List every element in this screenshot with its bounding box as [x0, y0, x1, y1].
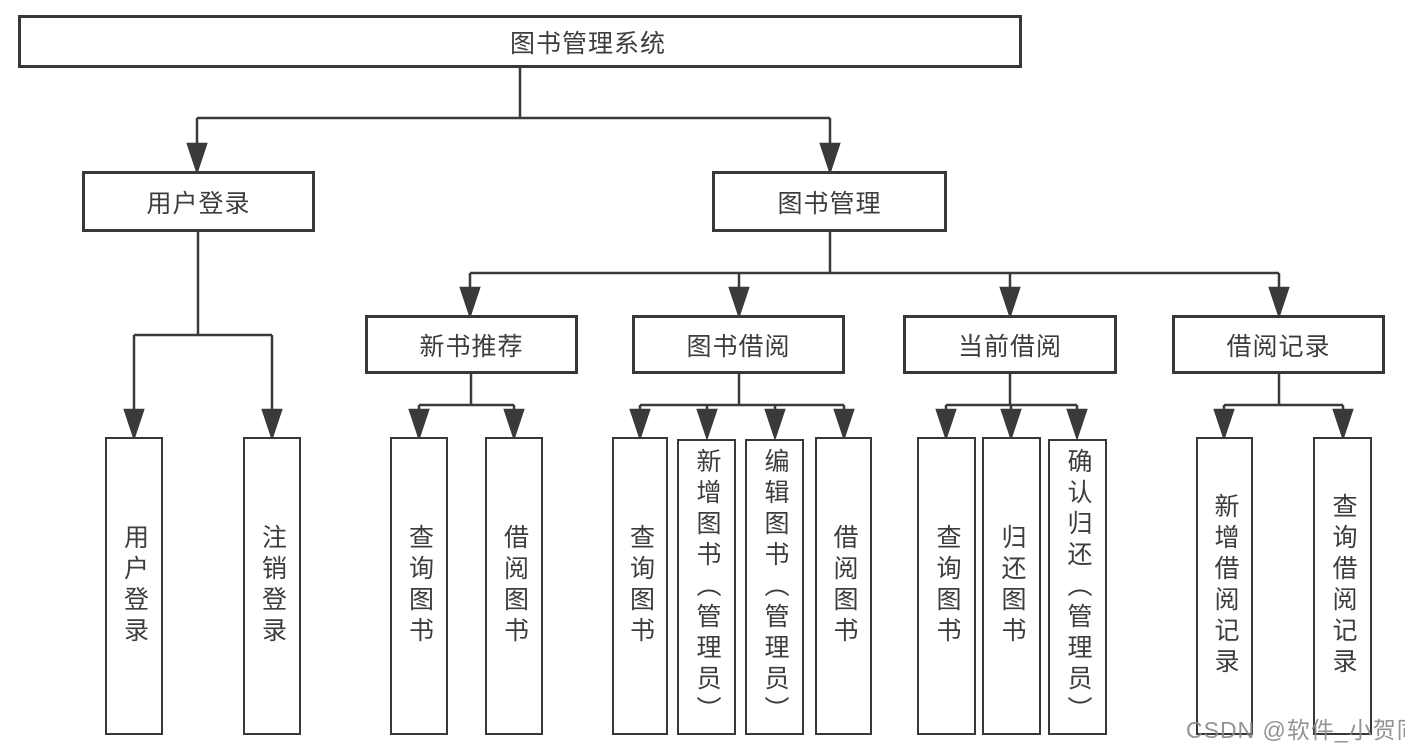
leaf-current-query-books-label: 查询图书 [933, 524, 961, 648]
leaf-current-return-books-label: 归还图书 [998, 524, 1026, 648]
node-current-borrowing: 当前借阅 [903, 315, 1117, 374]
leaf-user-login: 用户登录 [105, 437, 163, 735]
connector-current-to-leaves [935, 374, 1088, 441]
node-book-borrowing: 图书借阅 [632, 315, 845, 374]
leaf-records-add-record-label: 新增借阅记录 [1211, 493, 1239, 679]
arrow-down-icon [261, 408, 283, 441]
node-user-login: 用户登录 [82, 171, 315, 232]
node-book-borrowing-label: 图书借阅 [686, 332, 791, 361]
leaf-borrow-edit-books-admin-label: 编辑图书（管理员） [761, 447, 789, 727]
leaf-borrow-borrow-books: 借阅图书 [815, 437, 872, 735]
connector-newbook-to-leaves [408, 374, 525, 441]
node-borrowing-records-label: 借阅记录 [1226, 332, 1331, 361]
arrow-down-icon [999, 286, 1021, 319]
arrow-down-icon [819, 142, 841, 175]
arrow-down-icon [764, 408, 786, 441]
leaf-user-login-label: 用户登录 [120, 524, 149, 648]
arrow-down-icon [1000, 408, 1022, 441]
arrow-down-icon [459, 286, 481, 319]
arrow-down-icon [503, 408, 525, 441]
connector-records-to-leaves [1213, 374, 1354, 441]
node-new-book-recommend-label: 新书推荐 [419, 332, 524, 361]
leaf-current-query-books: 查询图书 [917, 437, 976, 735]
leaf-records-add-record: 新增借阅记录 [1196, 437, 1253, 735]
arrow-down-icon [629, 408, 651, 441]
leaf-current-confirm-return-admin-label: 确认归还（管理员） [1064, 447, 1092, 727]
csdn-watermark: CSDN @软件_小贺同学 [1186, 717, 1405, 743]
leaf-borrow-add-books-admin-label: 新增图书（管理员） [693, 447, 721, 727]
connector-borrow-to-leaves [629, 374, 855, 441]
arrow-down-icon [696, 408, 718, 441]
leaf-borrow-edit-books-admin: 编辑图书（管理员） [745, 439, 804, 735]
leaf-newrec-query-books: 查询图书 [390, 437, 448, 735]
leaf-newrec-query-books-label: 查询图书 [405, 524, 434, 648]
arrow-down-icon [186, 142, 208, 175]
leaf-logout-label: 注销登录 [258, 524, 287, 648]
arrow-down-icon [935, 408, 957, 441]
arrow-down-icon [1066, 408, 1088, 441]
arrow-down-icon [833, 408, 855, 441]
leaf-newrec-borrow-books-label: 借阅图书 [500, 524, 529, 648]
leaf-current-confirm-return-admin: 确认归还（管理员） [1048, 439, 1107, 735]
arrow-down-icon [1332, 408, 1354, 441]
connector-root-to-level2 [186, 68, 841, 175]
leaf-newrec-borrow-books: 借阅图书 [485, 437, 543, 735]
leaf-current-return-books: 归还图书 [982, 437, 1041, 735]
leaf-borrow-add-books-admin: 新增图书（管理员） [677, 439, 736, 735]
leaf-records-query-record: 查询借阅记录 [1313, 437, 1372, 735]
connector-userlogin-to-leaves [123, 232, 283, 441]
arrow-down-icon [728, 286, 750, 319]
node-new-book-recommend: 新书推荐 [365, 315, 578, 374]
arrow-down-icon [408, 408, 430, 441]
leaf-records-query-record-label: 查询借阅记录 [1329, 493, 1357, 679]
node-library-system: 图书管理系统 [18, 15, 1022, 68]
node-book-management: 图书管理 [712, 171, 947, 232]
leaf-logout: 注销登录 [243, 437, 301, 735]
leaf-borrow-borrow-books-label: 借阅图书 [830, 524, 858, 648]
leaf-borrow-query-books-label: 查询图书 [626, 524, 655, 648]
node-borrowing-records: 借阅记录 [1172, 315, 1385, 374]
connector-bookmgmt-to-level3 [459, 232, 1290, 319]
arrow-down-icon [1213, 408, 1235, 441]
arrow-down-icon [1268, 286, 1290, 319]
node-user-login-label: 用户登录 [146, 189, 251, 218]
node-current-borrowing-label: 当前借阅 [957, 332, 1062, 361]
leaf-borrow-query-books: 查询图书 [612, 437, 668, 735]
node-book-management-label: 图书管理 [777, 189, 882, 218]
arrow-down-icon [123, 408, 145, 441]
node-library-system-label: 图书管理系统 [509, 29, 666, 58]
